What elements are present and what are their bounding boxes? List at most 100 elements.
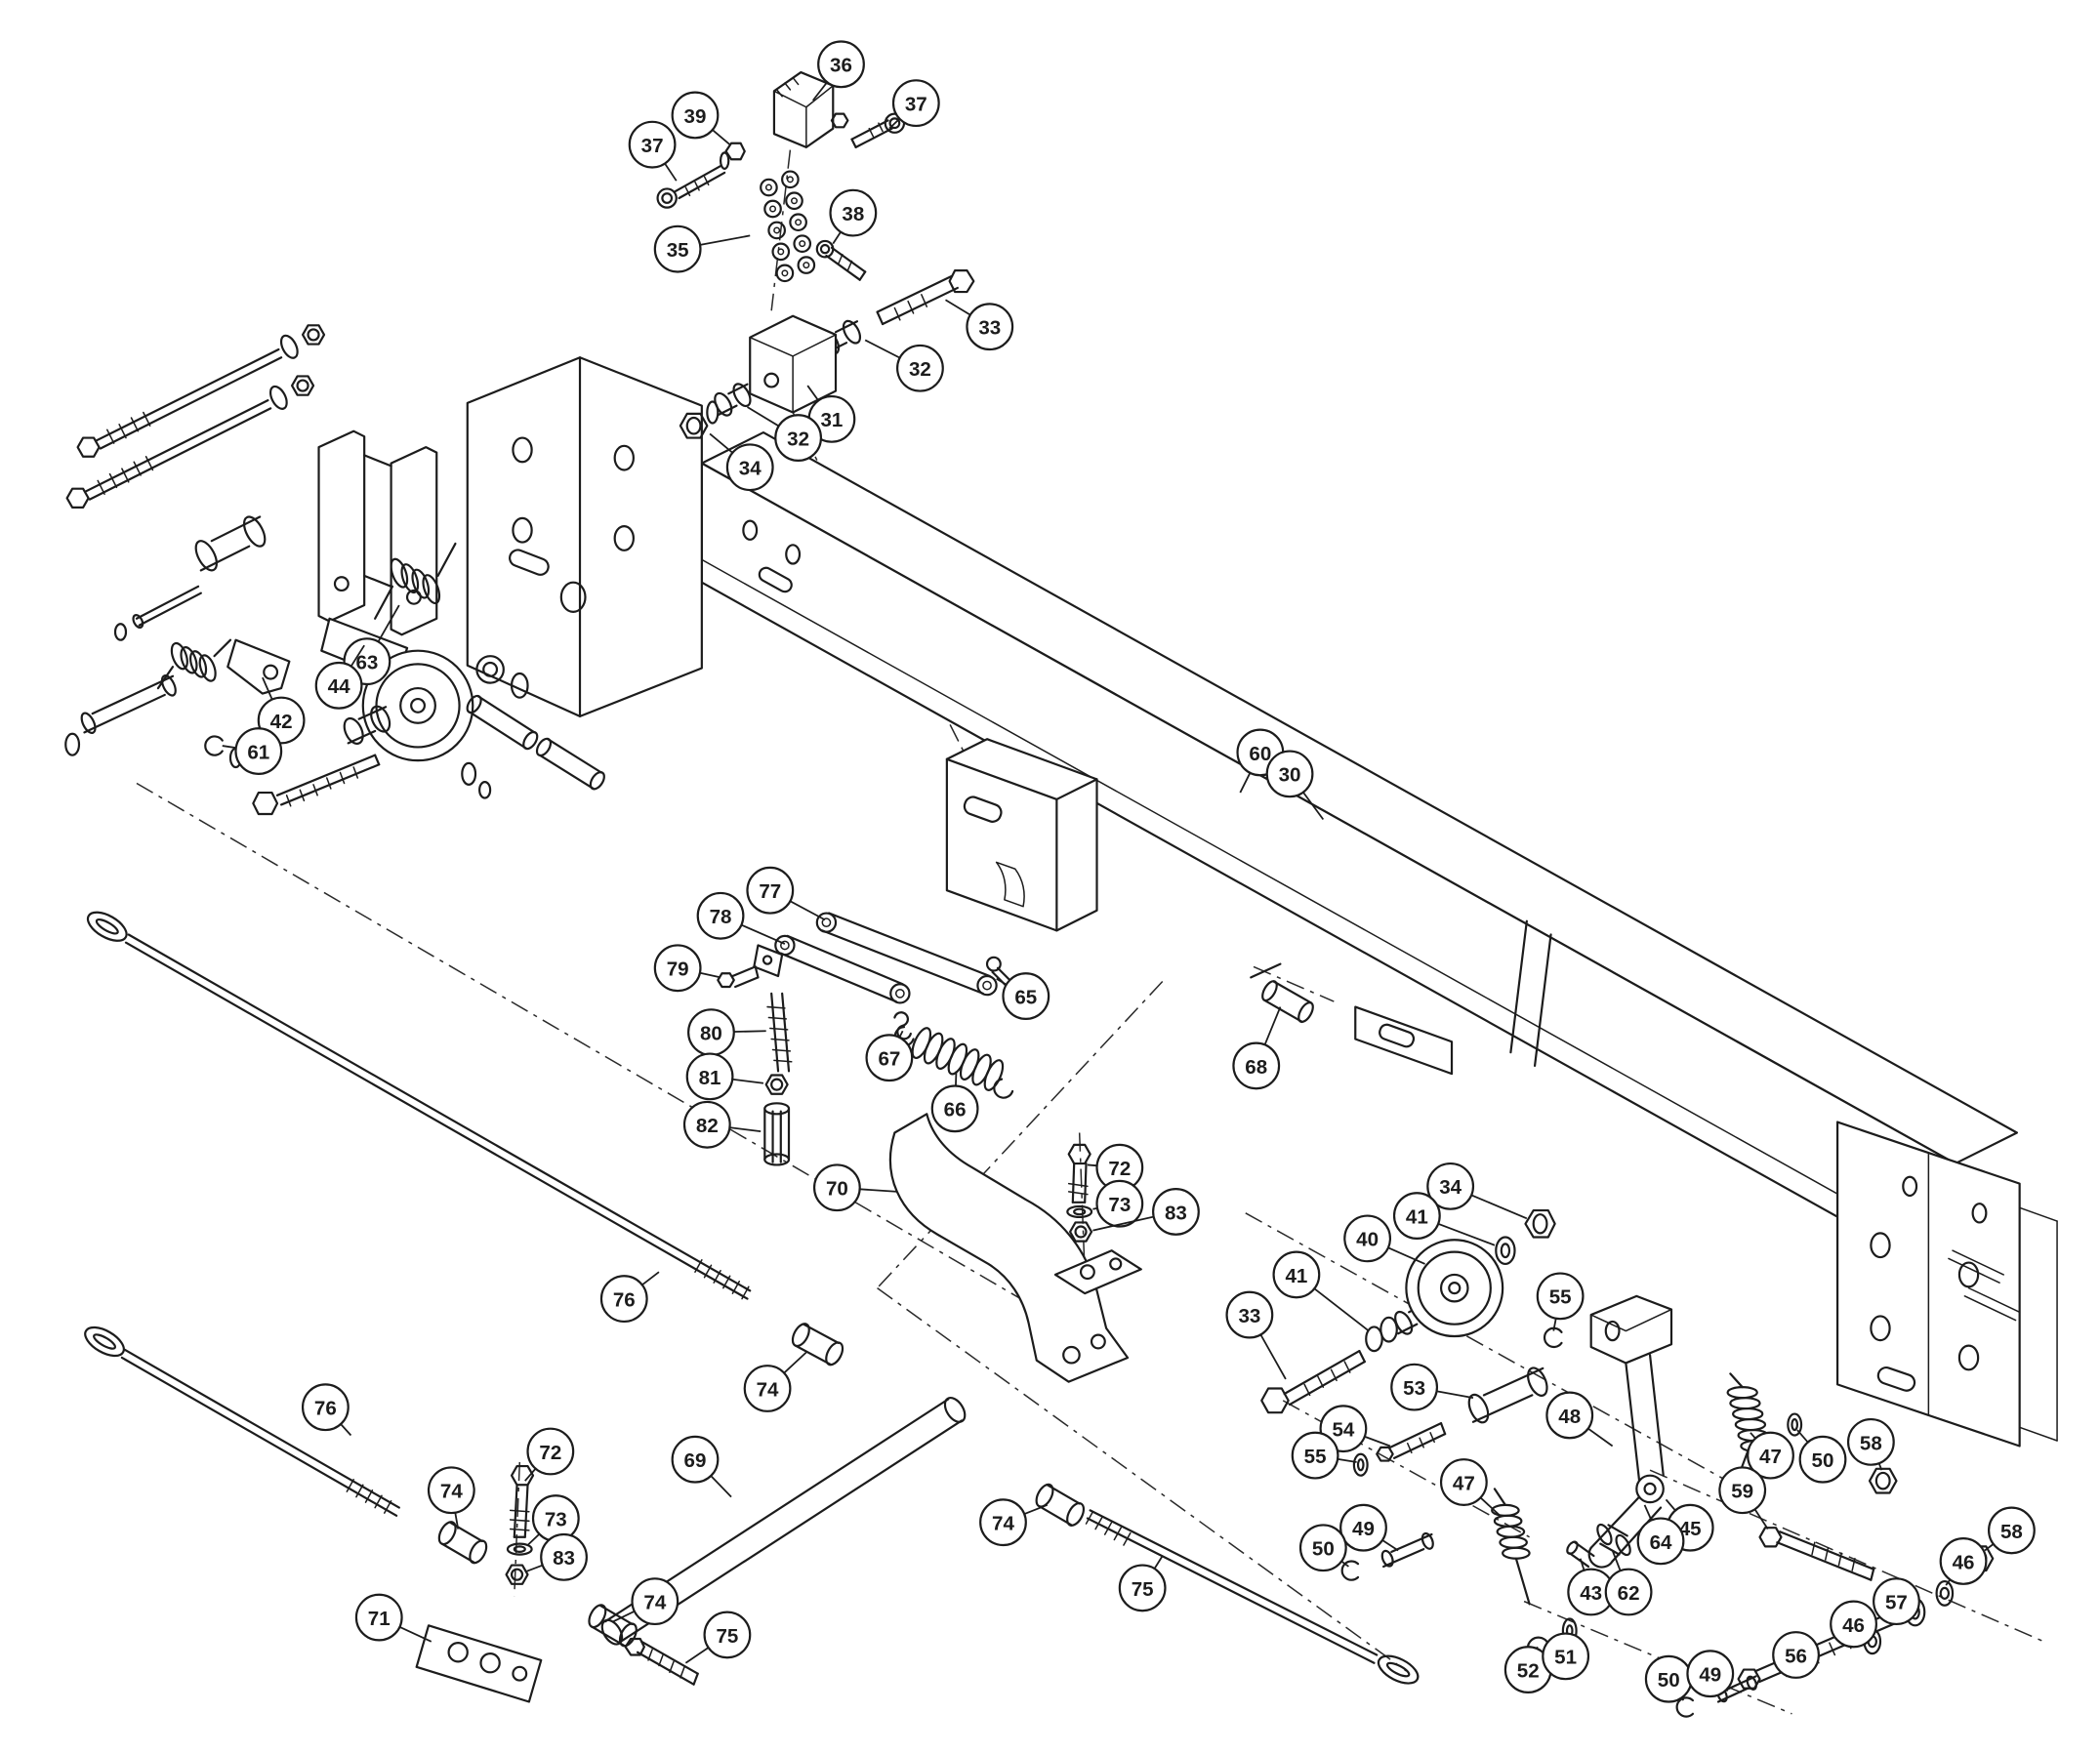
bushing-74b [437,1521,488,1565]
svg-text:72: 72 [1108,1158,1131,1180]
svg-text:73: 73 [545,1508,567,1530]
hex-bolt-72-top [1067,1143,1091,1203]
roller-chain-35 [760,170,816,283]
washer-73-bottom [506,1542,533,1556]
callout-79: 79 [653,944,721,993]
bushing-32-lower [714,383,752,417]
chain-clamp-36 [772,70,835,148]
latch-lever-42 [226,638,291,695]
svg-text:43: 43 [1580,1582,1602,1605]
washer-41-right [1495,1236,1516,1266]
callout-76: 76 [301,1383,352,1437]
control-rod-75 [1085,1509,1420,1685]
svg-text:67: 67 [878,1048,900,1071]
spacer-53 [1467,1366,1548,1424]
hex-bolt-33-top [876,268,975,326]
callout-55: 55 [1536,1272,1585,1331]
callout-38: 38 [829,188,878,245]
retaining-ring-50-bottom [1675,1696,1695,1718]
callout-83: 83 [1092,1188,1200,1236]
svg-text:39: 39 [684,105,707,128]
svg-text:74: 74 [643,1591,666,1613]
svg-text:38: 38 [842,203,864,225]
hex-bolt-59 [1758,1527,1875,1581]
svg-text:46: 46 [1842,1614,1865,1637]
svg-text:41: 41 [1406,1205,1428,1228]
svg-text:80: 80 [700,1022,722,1044]
link-bar-78 [774,934,911,1004]
callout-43: 43 [1567,1558,1616,1616]
torsion-spring-63 [374,542,457,620]
callout-50: 50 [1644,1654,1693,1703]
callout-37: 37 [628,120,678,182]
svg-text:40: 40 [1356,1229,1379,1251]
hex-nut-83-bottom [505,1564,529,1585]
svg-text:55: 55 [1304,1446,1327,1468]
hex-standoff-82 [763,1102,791,1166]
control-rod-76-lower [84,1326,400,1517]
callout-78: 78 [696,891,786,945]
svg-text:49: 49 [1352,1518,1375,1540]
svg-text:82: 82 [696,1115,719,1137]
callout-58: 58 [1984,1506,2036,1555]
callout-72: 72 [1087,1143,1144,1192]
extension-spring-66 [893,1026,1014,1099]
idler-pulley-left [361,649,474,762]
washer-50-right [1787,1412,1803,1437]
callout-52: 52 [1503,1646,1552,1693]
svg-text:78: 78 [710,906,732,928]
svg-text:75: 75 [716,1625,738,1648]
callout-74: 74 [743,1351,807,1412]
svg-text:62: 62 [1618,1582,1640,1605]
svg-text:50: 50 [1312,1538,1335,1561]
svg-text:75: 75 [1132,1578,1154,1601]
threaded-rod-80 [766,992,793,1073]
callout-39: 39 [671,91,731,145]
pivot-pin-small [113,585,202,641]
svg-text:46: 46 [1953,1551,1975,1573]
control-rod-76-upper [86,911,752,1300]
bushing-74d [1035,1483,1086,1527]
svg-text:76: 76 [314,1398,337,1420]
svg-text:55: 55 [1549,1286,1572,1309]
callout-83: 83 [524,1532,588,1581]
idler-pulley-right [1405,1239,1504,1338]
callout-33: 33 [1225,1290,1287,1380]
svg-text:48: 48 [1558,1406,1581,1428]
callout-75: 75 [1118,1555,1167,1612]
svg-text:47: 47 [1453,1472,1475,1494]
svg-text:73: 73 [1108,1194,1131,1216]
callout-67: 67 [865,1030,914,1082]
svg-text:52: 52 [1517,1659,1540,1682]
clevis-pin-large [64,674,177,756]
svg-text:32: 32 [909,358,931,381]
callout-49: 49 [1686,1650,1735,1698]
svg-text:50: 50 [1658,1669,1680,1692]
svg-text:31: 31 [820,409,843,431]
pulley-washer-nut [475,655,529,699]
center-bracket [945,738,1098,932]
hex-nut-58-upper [1868,1467,1898,1494]
callout-37: 37 [888,79,940,130]
link-bar-77 [815,912,998,997]
svg-text:35: 35 [667,239,689,262]
svg-text:65: 65 [1014,986,1037,1008]
callout-64: 64 [1636,1504,1685,1566]
svg-text:74: 74 [440,1481,463,1503]
svg-text:77: 77 [759,880,781,903]
callout-68: 68 [1232,1006,1282,1090]
clevis-pin-49-left [1380,1531,1434,1569]
svg-text:79: 79 [667,959,689,981]
retaining-ring-55-top [1544,1326,1563,1349]
svg-text:61: 61 [247,741,269,763]
callout-34: 34 [709,432,774,492]
callout-51: 51 [1542,1632,1590,1681]
anchor-link-71 [415,1624,543,1703]
washers-41-pair [1365,1316,1398,1353]
callout-53: 53 [1390,1363,1474,1411]
svg-text:57: 57 [1885,1591,1908,1613]
svg-text:33: 33 [1238,1305,1260,1327]
callout-74: 74 [612,1577,679,1626]
